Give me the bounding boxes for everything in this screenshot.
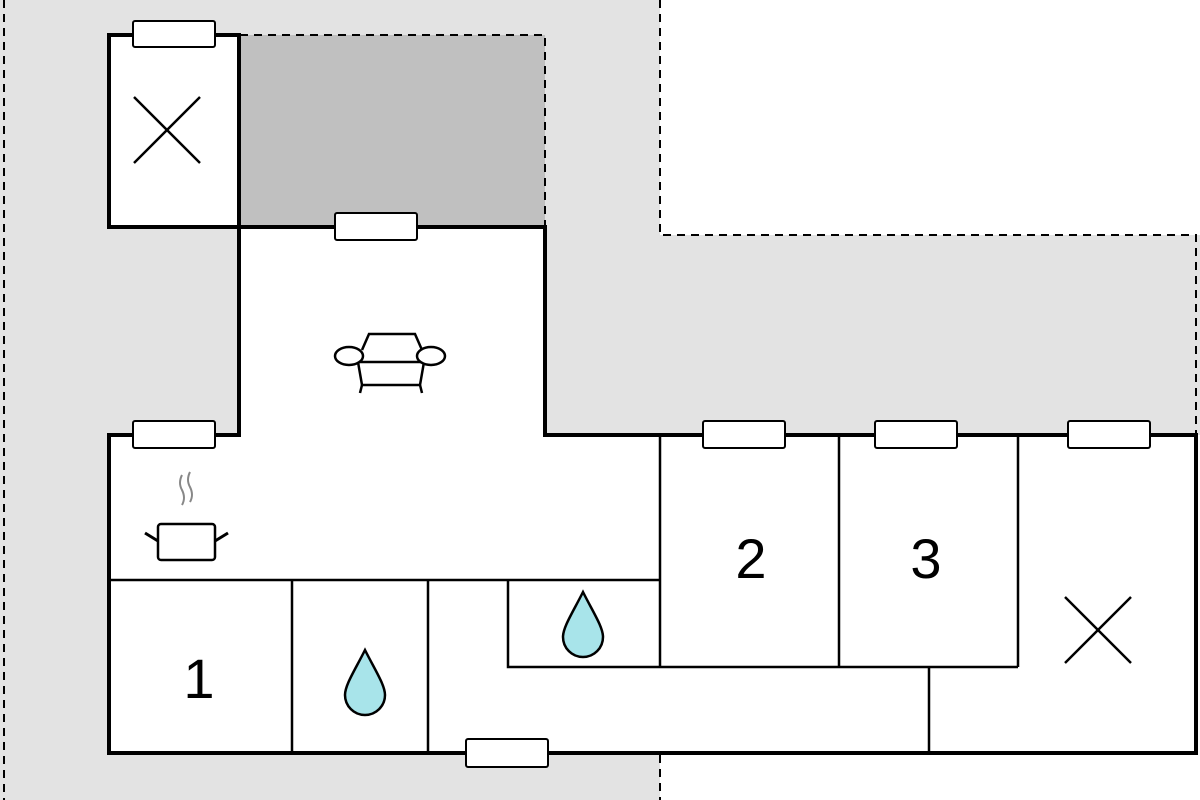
terrace-boundary — [3, 0, 1197, 800]
room-label-2: 2 — [735, 527, 766, 590]
covered-terrace-boundary — [240, 34, 546, 227]
cross-icon — [1064, 596, 1132, 664]
inner-walls — [109, 435, 1020, 753]
window — [465, 738, 549, 768]
window — [874, 420, 958, 449]
water-drop-icon — [343, 647, 387, 717]
window — [702, 420, 786, 449]
sofa-icon — [333, 332, 447, 394]
windows — [132, 20, 1151, 768]
covered-terrace — [240, 35, 545, 227]
window — [1067, 420, 1151, 449]
water-drop-icon — [561, 589, 605, 659]
window — [132, 420, 216, 449]
room-label-3: 3 — [910, 527, 941, 590]
room-label-1: 1 — [183, 647, 214, 710]
cross-icon — [133, 96, 201, 164]
interior — [109, 35, 1196, 753]
window — [132, 20, 216, 48]
cooking-pot-icon — [144, 471, 229, 562]
window — [334, 212, 418, 241]
